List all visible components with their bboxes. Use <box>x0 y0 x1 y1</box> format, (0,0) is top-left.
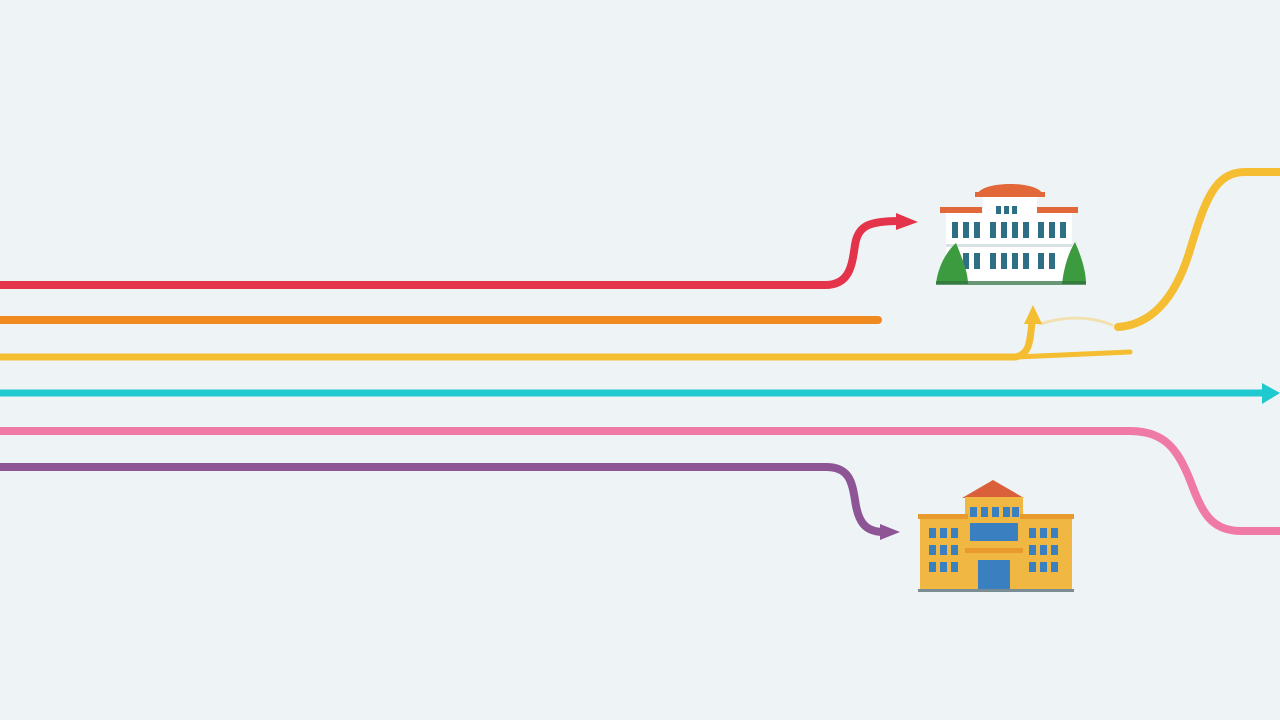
yellow-school-building-icon <box>918 480 1074 592</box>
pink-path <box>0 427 1280 535</box>
yellow-path-arrowhead <box>1024 305 1042 324</box>
red-path <box>0 213 918 289</box>
purple-path <box>0 463 900 540</box>
red-path-arrowhead <box>896 213 918 230</box>
white-classical-building-icon <box>936 184 1086 285</box>
yellow-path <box>0 168 1280 361</box>
cyan-path-arrowhead <box>1262 383 1280 404</box>
cyan-path <box>0 383 1280 404</box>
purple-path-arrowhead <box>880 524 900 540</box>
